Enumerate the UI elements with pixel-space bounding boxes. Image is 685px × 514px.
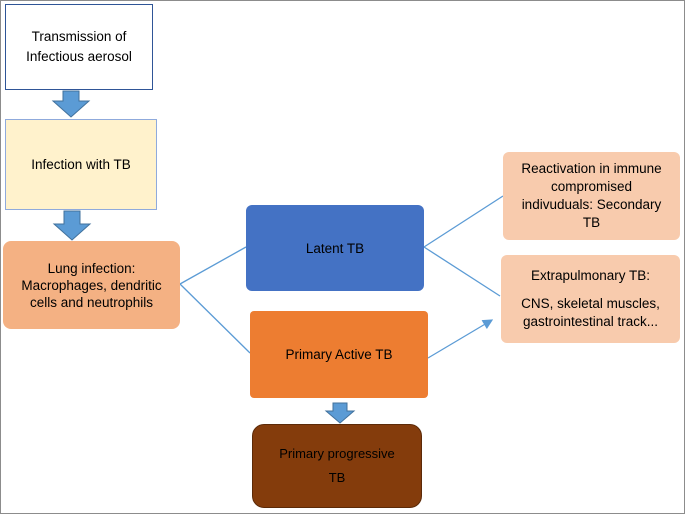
lung-infection-box: Lung infection: Macrophages, dendritic c… xyxy=(3,241,180,329)
down-arrow-1 xyxy=(51,90,91,118)
reactivation-box: Reactivation in immune compromised indiv… xyxy=(503,152,680,240)
connector-lung-to-latent xyxy=(179,246,247,285)
reactivation-line-4: TB xyxy=(582,215,601,230)
connector-latent-to-extrapulmonary xyxy=(423,246,501,297)
latent-tb-box: Latent TB xyxy=(246,205,424,291)
connector-latent-to-reactivation xyxy=(423,195,504,248)
extrapulmonary-box: Extrapulmonary TB: CNS, skeletal muscles… xyxy=(501,255,680,343)
lung-line-3: cells and neutrophils xyxy=(29,294,154,310)
reactivation-line-3: indivuduals: Secondary xyxy=(521,197,662,212)
primary-active-tb-box: Primary Active TB xyxy=(250,311,428,398)
infection-box: Infection with TB xyxy=(5,119,157,210)
connector-primary-to-extrapulmonary xyxy=(427,319,494,359)
extrapulmonary-line-2: CNS, skeletal muscles, xyxy=(521,296,660,311)
reactivation-line-2: compromised xyxy=(550,179,632,194)
reactivation-line-1: Reactivation in immune xyxy=(521,161,662,176)
down-arrow-2 xyxy=(52,210,92,241)
extrapulmonary-line-1: Extrapulmonary TB: xyxy=(530,268,651,283)
primary-progressive-tb-box: Primary progressive TB xyxy=(252,424,422,508)
down-arrow-3 xyxy=(324,402,356,424)
lung-line-1: Lung infection: xyxy=(47,260,136,276)
transmission-line-1: Transmission of xyxy=(31,29,127,44)
connector-lung-to-primary xyxy=(179,283,251,354)
primary-progressive-line-2: TB xyxy=(328,470,346,485)
infection-label: Infection with TB xyxy=(31,157,131,172)
primary-active-tb-label: Primary Active TB xyxy=(285,347,393,362)
primary-progressive-line-1: Primary progressive xyxy=(279,446,395,461)
transmission-box: Transmission of Infectious aerosol xyxy=(5,4,153,90)
latent-tb-label: Latent TB xyxy=(305,240,365,256)
transmission-line-2: Infectious aerosol xyxy=(26,49,132,64)
lung-line-2: Macrophages, dendritic xyxy=(21,277,162,293)
extrapulmonary-line-3: gastrointestinal track... xyxy=(522,314,659,329)
